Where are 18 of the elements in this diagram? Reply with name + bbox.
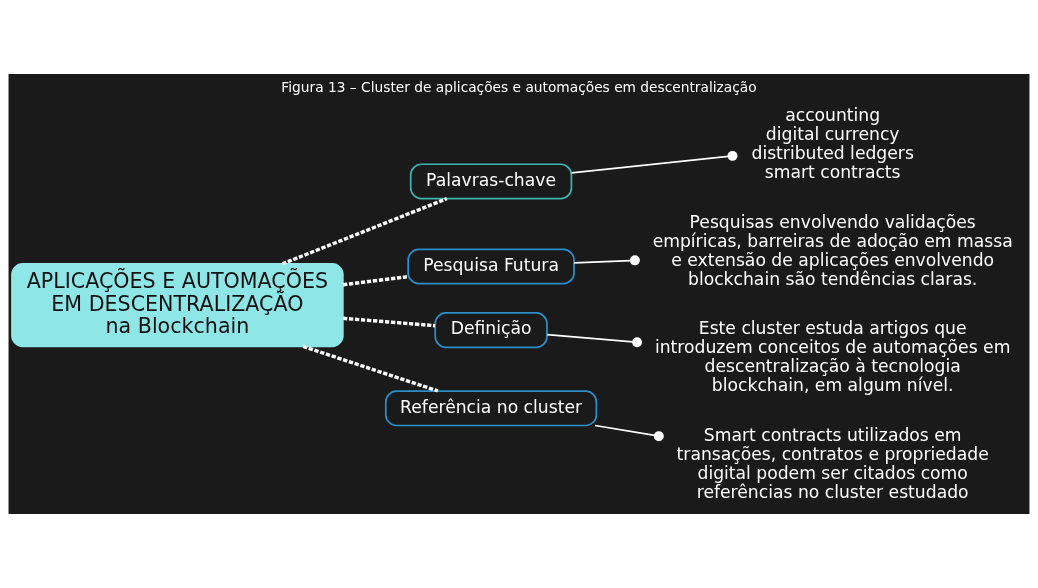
diagram-title: Figura 13 – Cluster de aplicações e automações em descentralização xyxy=(281,78,757,95)
connector xyxy=(342,275,409,287)
node-box: Definição xyxy=(434,312,548,349)
connector xyxy=(302,344,439,393)
node-text: Smart contracts utilizados em transações, contratos e propriedade digital podem ser citados como referências no cluster estudado xyxy=(676,424,989,502)
node-text: accounting digital currency distributed ledgers smart contracts xyxy=(751,105,914,182)
connector xyxy=(570,150,738,174)
node-box: Palavras-chave xyxy=(409,163,573,200)
connector xyxy=(573,255,640,266)
node-box: Referência no cluster xyxy=(384,390,598,427)
node-text: Este cluster estuda artigos que introduzem conceitos de automações em descentralização à tecnologia blockchain, em algum nível. xyxy=(654,318,1011,396)
node-box: APLICAÇÕES E AUTOMAÇÕES EM DESCENTRALIZAÇÃO na Blockchain xyxy=(11,263,344,348)
node-text: Pesquisas envolvendo validações empíricas, barreiras de adoção em massa e extensão de aplicações envolvendo blockchain são tendências claras. xyxy=(652,211,1013,289)
connector xyxy=(281,197,448,266)
node-box: Pesquisa Futura xyxy=(407,248,575,285)
connector xyxy=(546,333,643,348)
connector xyxy=(342,316,436,328)
connector xyxy=(594,424,664,442)
